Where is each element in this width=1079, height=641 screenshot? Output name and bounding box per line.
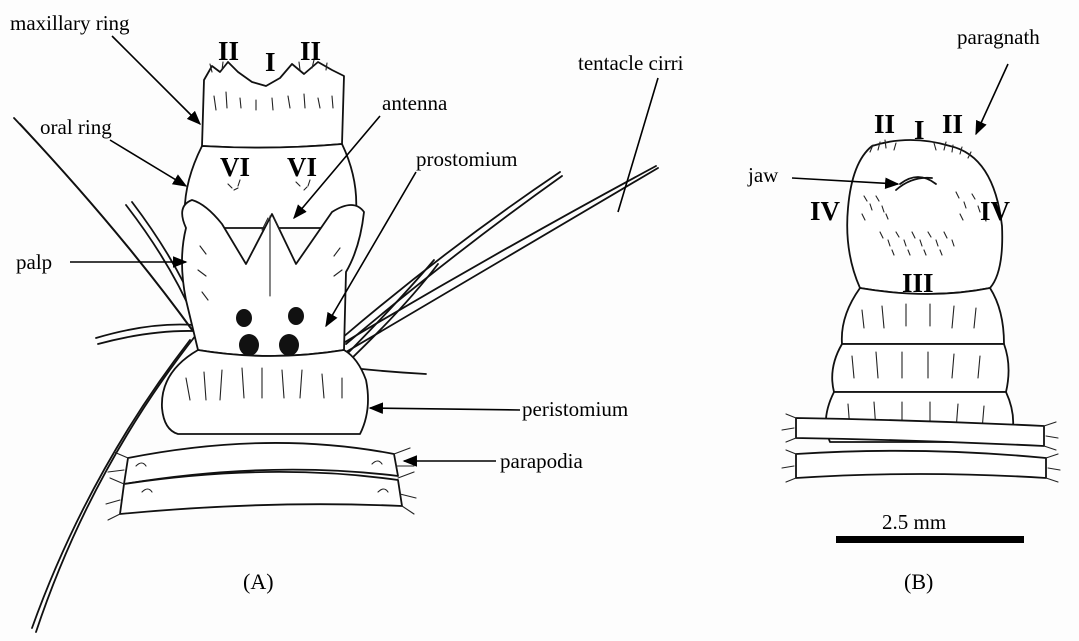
label-antenna: antenna <box>382 91 448 115</box>
group-label-b-side-right: IV <box>980 196 1011 226</box>
group-label-b-top-mid: I <box>914 115 925 145</box>
label-maxillary-ring: maxillary ring <box>10 11 130 35</box>
panel-a-labels: maxillary ring oral ring palp antenna pr… <box>10 11 684 594</box>
group-label-a-top-mid: I <box>265 47 276 77</box>
group-label-a-top-right: II <box>300 36 321 66</box>
label-prostomium: prostomium <box>416 147 518 171</box>
group-label-a-top-left: II <box>218 36 239 66</box>
caption-panel-b: (B) <box>904 569 933 594</box>
label-paragnath: paragnath <box>957 25 1040 49</box>
group-label-b-lower: III <box>902 268 934 298</box>
panel-a-drawing <box>14 60 658 632</box>
group-label-b-top-right: II <box>942 109 963 139</box>
label-oral-ring: oral ring <box>40 115 112 139</box>
group-label-a-oral-right: VI <box>287 152 317 182</box>
label-jaw: jaw <box>747 163 779 187</box>
group-label-b-side-left: IV <box>810 196 841 226</box>
group-label-a-oral-left: VI <box>220 152 250 182</box>
caption-panel-a: (A) <box>243 569 274 594</box>
label-peristomium: peristomium <box>522 397 628 421</box>
scale-bar <box>836 536 1024 543</box>
group-label-b-top-left: II <box>874 109 895 139</box>
panel-b-drawing <box>782 140 1060 482</box>
label-tentacle-cirri: tentacle cirri <box>578 51 684 75</box>
label-parapodia: parapodia <box>500 449 583 473</box>
scale-bar-label: 2.5 mm <box>882 510 946 534</box>
label-palp: palp <box>16 250 52 274</box>
